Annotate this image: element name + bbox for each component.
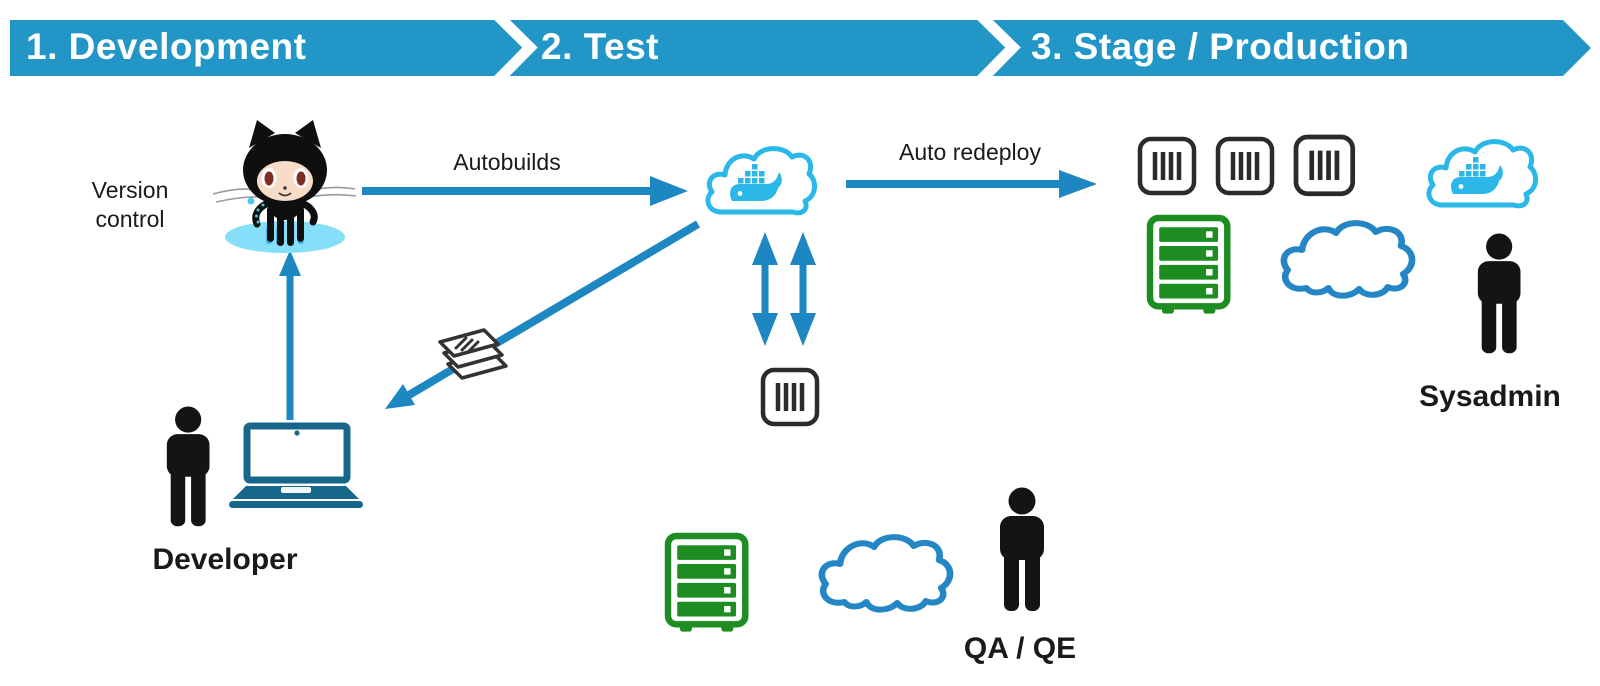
arrow-laptop-to-octocat bbox=[279, 250, 301, 420]
banner-chevron-1 bbox=[493, 11, 538, 85]
files-icon bbox=[438, 328, 508, 380]
cloud-icon-qa bbox=[822, 537, 950, 610]
laptop-icon bbox=[229, 422, 363, 508]
server-icon-qa bbox=[668, 536, 745, 632]
qa-qe-label: QA / QE bbox=[963, 632, 1077, 665]
person-icon-qa bbox=[1000, 487, 1044, 611]
container-icon-stage-2 bbox=[1218, 139, 1272, 193]
version-control-line2: control bbox=[95, 205, 165, 232]
version-control-label: Version control bbox=[55, 176, 205, 234]
person-icon-developer bbox=[166, 406, 210, 527]
banner-bar bbox=[10, 20, 1591, 76]
container-icon-test bbox=[763, 370, 817, 424]
developer-label: Developer bbox=[152, 543, 298, 576]
banner-section-development: 1. Development bbox=[26, 26, 307, 67]
double-arrow-right bbox=[790, 232, 816, 346]
cloud-icon-stage bbox=[1284, 223, 1412, 296]
banner-section-test: 2. Test bbox=[541, 26, 659, 67]
github-octocat-icon bbox=[212, 120, 357, 253]
double-arrow-left bbox=[752, 232, 778, 346]
docker-cloud-icon-hub bbox=[708, 149, 815, 213]
autobuilds-label: Autobuilds bbox=[453, 149, 561, 175]
arrow-hub-to-laptop bbox=[385, 220, 701, 409]
octocat-droplet bbox=[247, 197, 255, 205]
version-control-line1: Version bbox=[91, 177, 169, 203]
person-icon-sysadmin bbox=[1477, 233, 1521, 354]
arrow-autobuilds bbox=[362, 176, 688, 206]
sysadmin-label: Sysadmin bbox=[1419, 380, 1561, 413]
banner-chevron-2 bbox=[976, 11, 1021, 85]
arrow-auto-redeploy bbox=[846, 170, 1097, 198]
server-icon-stage bbox=[1150, 218, 1227, 314]
auto-redeploy-label: Auto redeploy bbox=[899, 139, 1041, 165]
process-banner bbox=[10, 11, 1591, 85]
banner-section-stage-production: 3. Stage / Production bbox=[1031, 26, 1410, 67]
docker-cloud-icon-right bbox=[1429, 142, 1536, 206]
container-icon-stage-3 bbox=[1296, 137, 1353, 194]
container-icon-stage-1 bbox=[1140, 139, 1194, 193]
